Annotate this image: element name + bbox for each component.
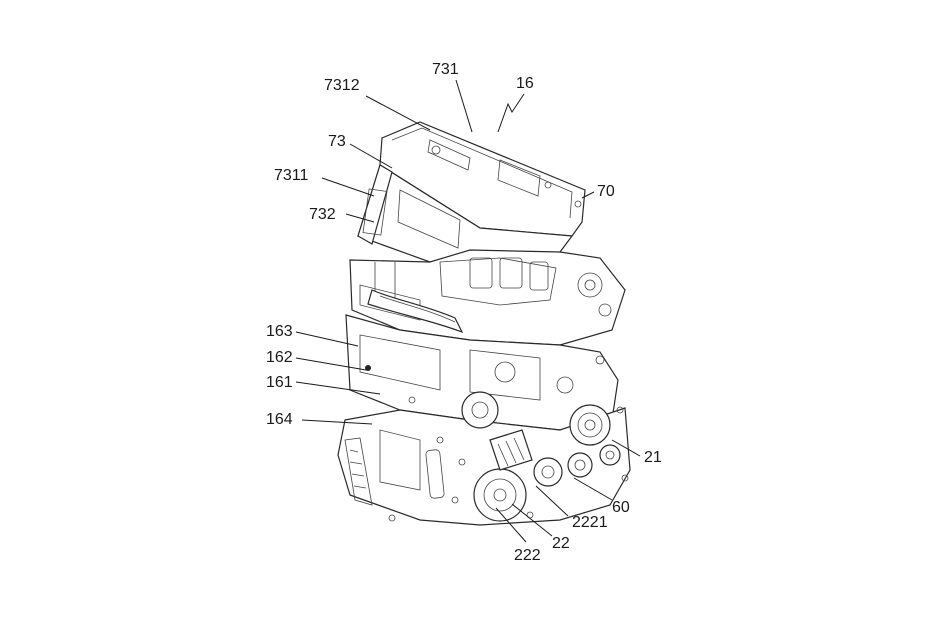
label-731: 731 (432, 61, 459, 78)
label-21: 21 (644, 449, 662, 466)
leader-2221 (535, 485, 569, 517)
intake-hose (367, 289, 464, 334)
label-164: 164 (266, 411, 293, 428)
leader-lines (295, 79, 641, 543)
leader-161 (295, 381, 381, 395)
leader-7311 (321, 177, 375, 197)
label-222: 222 (514, 547, 541, 564)
leader-21 (611, 439, 641, 457)
leader-162 (295, 357, 367, 371)
cylinder-block (345, 314, 619, 431)
leader-732 (345, 213, 375, 223)
leader-16 (497, 93, 525, 133)
engine-illustration (337, 121, 631, 526)
reference-labels: 7312 731 16 73 7311 70 732 163 162 161 1… (266, 61, 662, 564)
label-7312: 7312 (324, 77, 360, 94)
leader-70 (581, 191, 595, 199)
gear-train (461, 391, 621, 522)
label-2221: 2221 (572, 514, 608, 531)
label-161: 161 (266, 374, 293, 391)
label-73: 73 (328, 133, 346, 150)
output-shaft (489, 429, 533, 471)
label-70: 70 (597, 183, 615, 200)
label-22: 22 (552, 535, 570, 552)
leader-164 (301, 419, 373, 425)
leader-22 (511, 503, 553, 537)
label-162: 162 (266, 349, 293, 366)
leader-163 (295, 331, 359, 347)
label-7311: 7311 (274, 167, 309, 184)
label-163: 163 (266, 323, 293, 340)
label-16: 16 (516, 75, 534, 92)
label-60: 60 (612, 499, 630, 516)
label-732: 732 (309, 206, 336, 223)
bolts (388, 396, 629, 522)
leader-731 (455, 79, 473, 133)
leader-7312 (365, 95, 431, 131)
leader-222 (495, 507, 527, 543)
leader-60 (573, 477, 613, 501)
airbox-body (357, 164, 574, 263)
leader-73 (349, 143, 393, 169)
